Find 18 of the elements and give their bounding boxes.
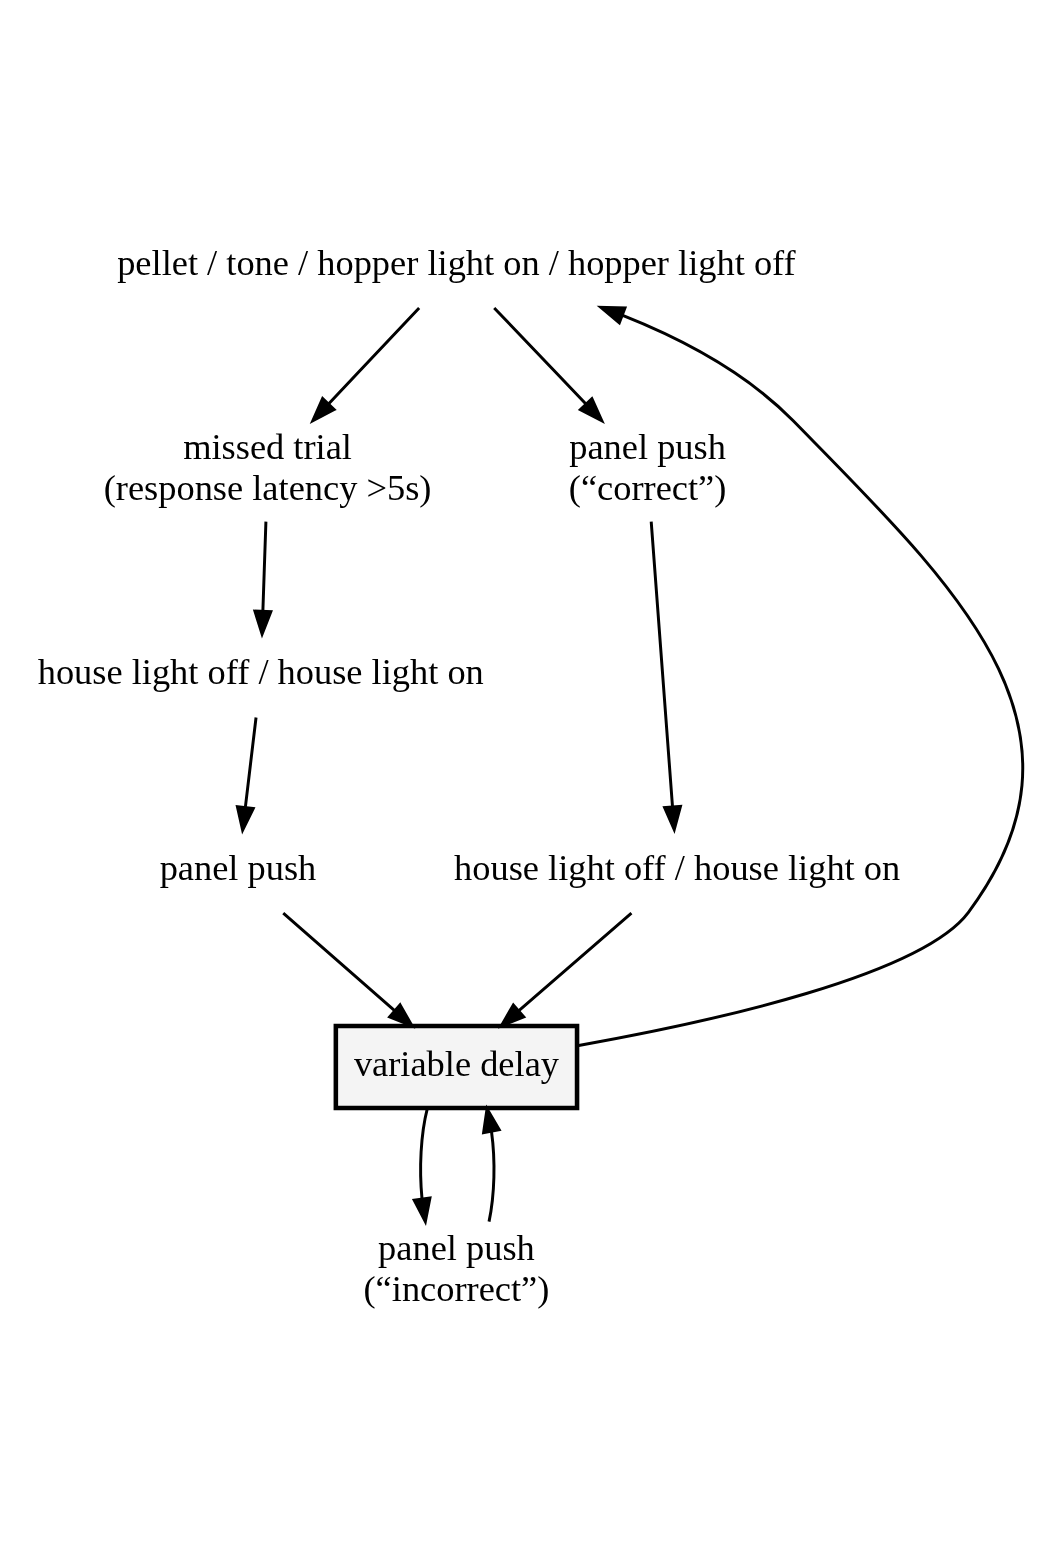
node-text: panel push [159, 847, 317, 888]
node-text: missed trial (response latency >5s) [103, 427, 432, 508]
arrow [309, 306, 421, 424]
arrow [481, 1104, 502, 1222]
arrow [252, 521, 273, 639]
node-text: panel push (“correct”) [568, 427, 727, 508]
arrow [497, 912, 633, 1029]
arrow [411, 1108, 432, 1227]
arrow [649, 521, 683, 835]
node-text: house light off / house light on [454, 847, 901, 888]
arrow [577, 305, 1024, 1048]
arrow [235, 717, 258, 835]
arrow [282, 912, 416, 1029]
node-text: pellet / tone / hopper light on / hopper light off [117, 242, 796, 283]
node-box: variable delay [333, 1023, 580, 1111]
node-text: panel push (“incorrect”) [363, 1228, 550, 1309]
arrow [493, 306, 605, 424]
node-text: house light off / house light on [37, 652, 484, 693]
